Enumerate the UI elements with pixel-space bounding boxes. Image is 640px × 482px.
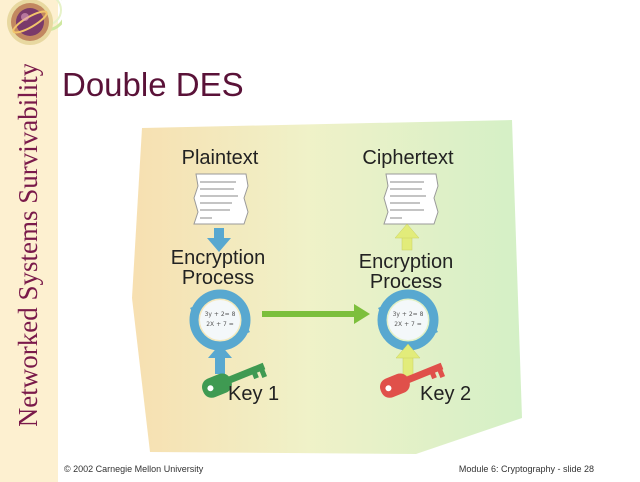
- key1-icon: [201, 362, 268, 398]
- plaintext-to-process-arrow: [207, 228, 231, 252]
- globe-logo-icon: [2, 0, 68, 52]
- footer-slide-info: Module 6: Cryptography - slide 28: [458, 464, 594, 474]
- slide-title: Double DES: [62, 66, 244, 103]
- key2-to-process-arrow: [395, 343, 421, 377]
- svg-text:3y + 2= 8: 3y + 2= 8: [205, 311, 236, 318]
- process-link-arrow: [262, 304, 370, 324]
- footer-copyright: © 2002 Carnegie Mellon University: [64, 464, 204, 474]
- svg-text:2X + 7 =: 2X + 7 =: [394, 321, 422, 328]
- plaintext-label: Plaintext: [182, 147, 259, 169]
- ciphertext-label: Ciphertext: [362, 147, 454, 169]
- key1-to-process-arrow: [208, 344, 232, 374]
- double-des-diagram: Plaintext Ciphertext: [120, 118, 530, 458]
- left-process-label-line1: Encryption: [171, 247, 266, 269]
- sidebar: Networked Systems Survivability: [0, 0, 68, 482]
- svg-text:3y + 2= 8: 3y + 2= 8: [393, 311, 424, 318]
- sidebar-vertical-title: Networked Systems Survivability: [6, 64, 50, 426]
- right-process-label-line2: Process: [370, 271, 442, 293]
- right-process-label-line1: Encryption: [359, 251, 454, 273]
- plaintext-document-icon: [193, 173, 249, 225]
- key2-icon: [379, 362, 446, 398]
- svg-text:2X + 7 =: 2X + 7 =: [206, 321, 234, 328]
- left-cycle-icon: 3y + 2= 8 2X + 7 =: [189, 289, 251, 351]
- key2-label: Key 2: [420, 383, 471, 405]
- left-process-label-line2: Process: [182, 267, 254, 289]
- process-to-ciphertext-arrow: [394, 223, 420, 251]
- key1-label: Key 1: [228, 383, 279, 405]
- ciphertext-document-icon: [383, 173, 439, 225]
- sidebar-title-text: Networked Systems Survivability: [13, 64, 43, 426]
